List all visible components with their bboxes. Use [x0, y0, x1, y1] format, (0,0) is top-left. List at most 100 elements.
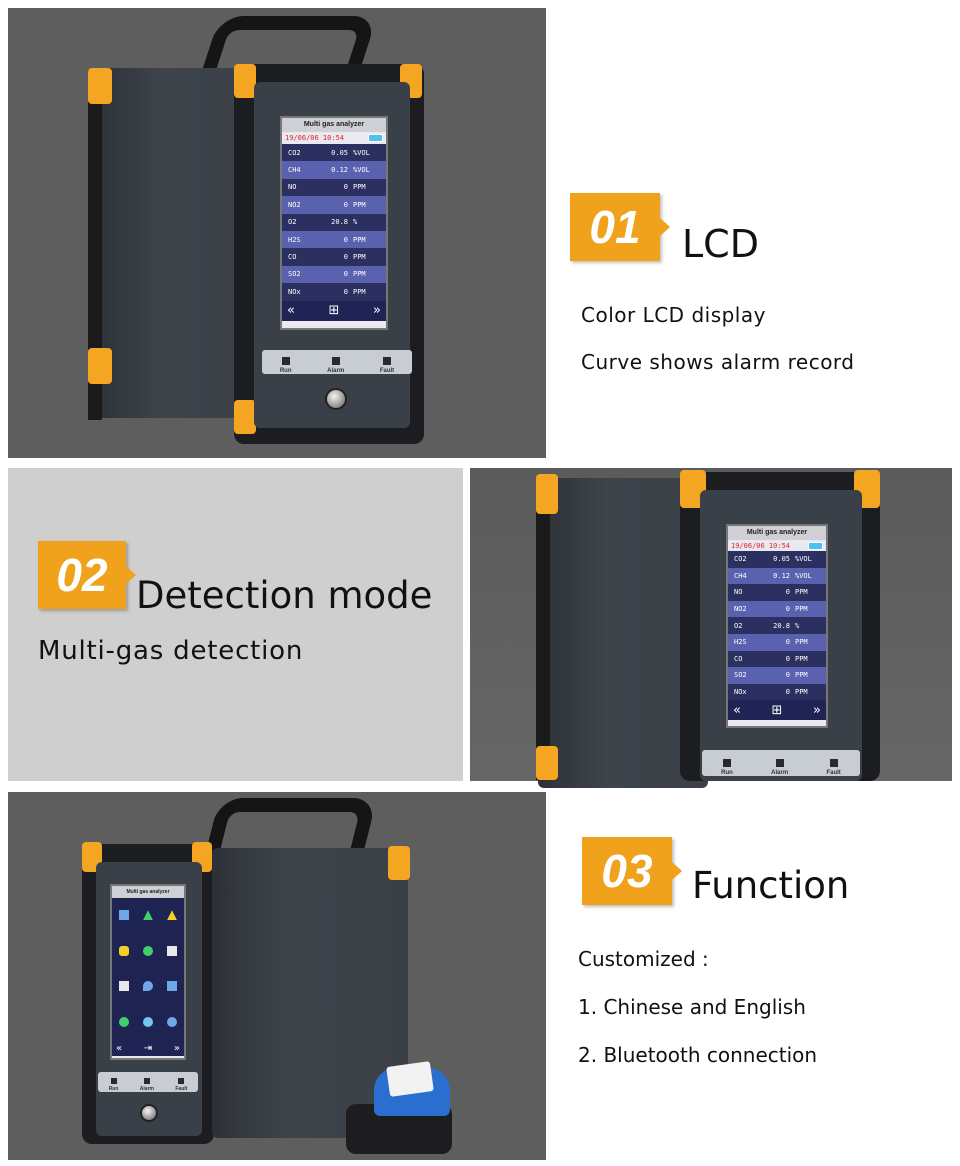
indicator-alarm: Alarm	[771, 759, 788, 776]
led-icon	[143, 1078, 150, 1084]
next-arrow-icon: »	[173, 1042, 180, 1054]
led-icon	[281, 357, 290, 365]
section3-line-1: Customized :	[578, 947, 709, 971]
indicator-fault: Fault	[175, 1078, 187, 1092]
section2-number: 02	[56, 549, 108, 601]
section2-heading: Detection mode	[136, 574, 433, 617]
menu-screen-title: Multi gas analyzer	[112, 886, 184, 898]
screen-nav: « ⊞ »	[728, 700, 826, 721]
indicator-fault: Fault	[380, 357, 394, 374]
screen-datetime: 19/06/06 10:54	[728, 540, 826, 551]
section1-line-2: Curve shows alarm record	[581, 350, 855, 374]
menu-icon	[112, 898, 136, 934]
section1-number: 01	[589, 201, 641, 253]
indicator-bar: Run Alarm Fault	[98, 1072, 198, 1092]
led-icon	[383, 357, 391, 365]
next-arrow-icon: »	[373, 303, 381, 319]
section3-line-2: 1. Chinese and English	[578, 995, 806, 1019]
side-bumper	[536, 480, 550, 780]
menu-icon-grid	[112, 898, 184, 1040]
battery-icon	[368, 134, 383, 142]
section3-number: 03	[601, 845, 653, 897]
menu-icon	[136, 1005, 160, 1041]
power-key-icon	[325, 388, 347, 410]
led-icon	[829, 759, 838, 767]
led-icon	[722, 759, 731, 767]
side-bumper	[88, 70, 102, 420]
section3-number-badge: 03	[582, 837, 682, 905]
menu-screen: Multi gas analyzer « ⇥ »	[110, 884, 186, 1060]
section1-number-badge: 01	[570, 193, 670, 261]
indicator-alarm: Alarm	[140, 1078, 154, 1092]
prev-arrow-icon: «	[733, 702, 741, 718]
menu-icon	[136, 934, 160, 970]
bumper-corner	[536, 474, 558, 514]
datetime-text: 19/06/06 10:54	[285, 134, 345, 142]
screen-datetime: 19/06/06 10:54	[282, 132, 386, 144]
exit-icon: ⇥	[143, 1042, 153, 1054]
indicator-fault: Fault	[826, 759, 841, 776]
next-arrow-icon: »	[813, 702, 821, 718]
bluetooth-printer-icon	[336, 1061, 456, 1154]
menu-nav: « ⇥ »	[112, 1040, 184, 1056]
indicator-bar: Run Alarm Fault	[702, 750, 860, 776]
indicator-bar: Run Alarm Fault	[262, 350, 412, 374]
section2-line-1: Multi-gas detection	[38, 636, 304, 666]
menu-icon	[112, 1005, 136, 1041]
section1-line-1: Color LCD display	[581, 303, 766, 327]
prev-arrow-icon: «	[116, 1042, 123, 1054]
menu-icon	[112, 934, 136, 970]
indicator-run: Run	[109, 1078, 118, 1092]
led-icon	[178, 1078, 185, 1084]
led-icon	[331, 357, 340, 365]
menu-icon	[136, 969, 160, 1005]
indicator-run: Run	[280, 357, 292, 374]
indicator-run: Run	[721, 759, 733, 776]
bumper-corner	[88, 68, 112, 104]
bumper-corner	[88, 348, 112, 384]
bumper-corner	[234, 400, 256, 434]
bumper-corner	[388, 846, 410, 880]
menu-icon	[160, 1005, 184, 1041]
screen-nav: « ⊞ »	[282, 300, 386, 321]
led-icon	[110, 1078, 117, 1084]
bumper-corner	[234, 64, 256, 98]
menu-icon	[160, 898, 184, 934]
screen-title: Multi gas analyzer	[728, 526, 826, 540]
battery-icon	[808, 541, 823, 550]
prev-arrow-icon: «	[287, 303, 295, 319]
section1-heading: LCD	[682, 222, 759, 266]
section2-text-block: 02 Detection mode Multi-gas detection	[8, 468, 463, 781]
menu-icon	[160, 969, 184, 1005]
menu-icon	[160, 934, 184, 970]
led-icon	[775, 759, 784, 767]
indicator-alarm: Alarm	[327, 357, 344, 374]
device-side	[538, 478, 708, 788]
section3-heading: Function	[692, 864, 850, 907]
section2-number-badge: 02	[38, 541, 136, 609]
section3-photo: Multi gas analyzer « ⇥ »	[8, 792, 546, 1160]
menu-icon	[136, 898, 160, 934]
power-key-icon	[140, 1104, 158, 1122]
